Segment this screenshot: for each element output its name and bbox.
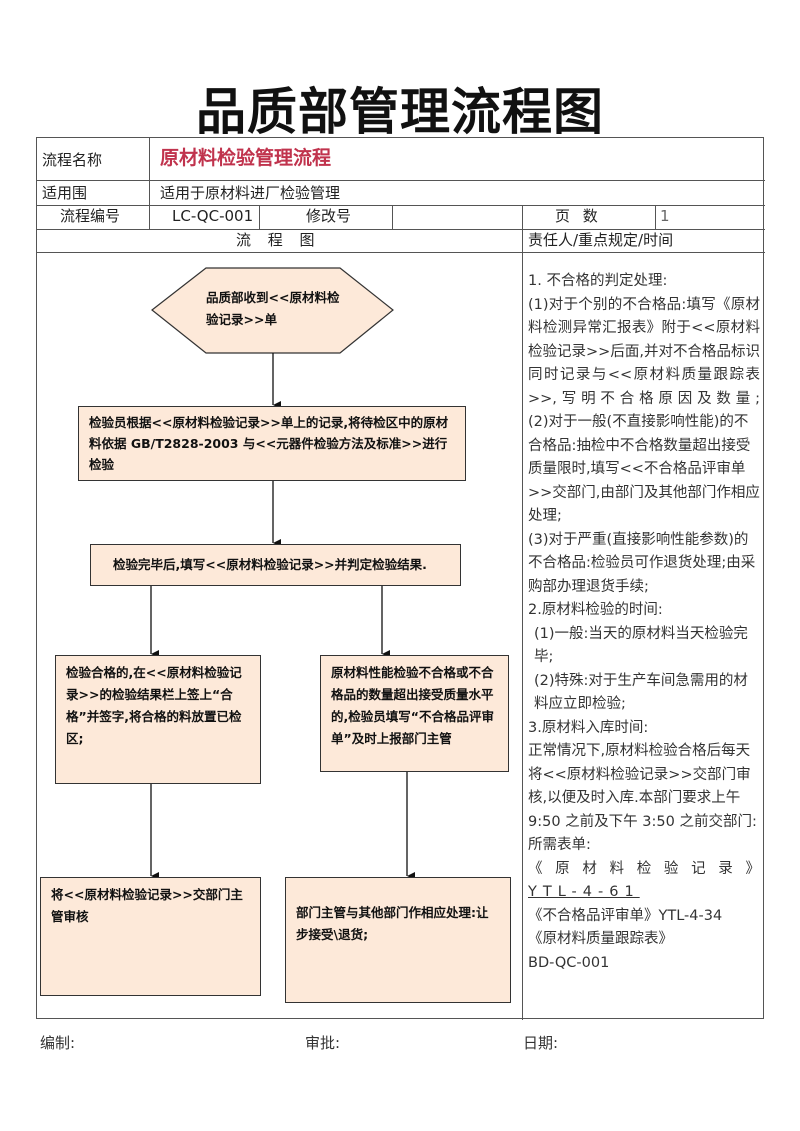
- flow-step-fail: 原材料性能检验不合格或不合格品的数量超出接受质量水平的,检验员填写“不合格品评审…: [320, 655, 509, 772]
- process-no-value: LC-QC-001: [172, 207, 254, 225]
- col-divider: [259, 205, 260, 229]
- col-divider: [655, 205, 656, 229]
- col-divider: [149, 138, 150, 229]
- page-value: 1: [660, 207, 670, 225]
- row-divider: [37, 229, 765, 230]
- process-no-label: 流程编号: [60, 207, 121, 225]
- note-line: 正常情况下,原材料检验合格后每天将<<原材料检验记录>>交部门审核,以便及时入库…: [528, 743, 757, 830]
- process-table: [36, 137, 765, 1020]
- start-line-2: 验记录>>单: [206, 312, 277, 327]
- note-line: BD-QC-001: [528, 954, 610, 971]
- col-divider: [392, 205, 393, 229]
- page-label: 页 数: [555, 207, 602, 225]
- scope-value: 适用于原材料进厂检验管理: [160, 184, 341, 202]
- flow-heading: 流 程 图: [236, 231, 321, 249]
- start-line-1: 品质部收到<<原材料检: [206, 290, 340, 305]
- note-line: 《原材料检验记录》: [528, 860, 760, 877]
- note-line: 《不合格品评审单》YTL-4-34: [528, 907, 723, 924]
- responsibility-notes: 1. 不合格的判定处理: (1)对于个别的不合格品:填写《原材料检测异常汇报表》…: [528, 270, 760, 975]
- note-line: 所需表单:: [528, 837, 591, 853]
- row-divider: [37, 252, 765, 253]
- start-hexagon: [151, 267, 394, 354]
- page-title: 品质部管理流程图: [196, 82, 604, 141]
- row-divider: [37, 180, 765, 181]
- footer-date: 日期:: [523, 1034, 559, 1052]
- col-divider: [522, 205, 523, 1020]
- responsibility-heading: 责任人/重点规定/时间: [528, 231, 674, 249]
- note-line: (1)一般:当天的原材料当天检验完毕;: [534, 625, 748, 666]
- note-line: YTL-4-61: [528, 884, 640, 900]
- note-line: 1. 不合格的判定处理:: [528, 273, 668, 289]
- footer-compiled: 编制:: [40, 1034, 76, 1052]
- scope-label: 适用围: [42, 184, 88, 202]
- row-divider: [37, 205, 765, 206]
- note-line: 3.原材料入库时间:: [528, 719, 649, 736]
- process-name-value: 原材料检验管理流程: [160, 147, 332, 169]
- note-line: (2)对于一般(不直接影响性能)的不合格品:抽检中不合格数量超出接受质量限时,填…: [528, 414, 760, 524]
- note-line: (1)对于个别的不合格品:填写《原材料检测异常汇报表》附于<<原材料检验记录>>…: [528, 296, 760, 407]
- revision-label: 修改号: [306, 207, 352, 225]
- flow-step-inspect: 检验员根据<<原材料检验记录>>单上的记录,将待检区中的原材料依据 GB/T28…: [78, 406, 466, 481]
- note-line: (3)对于严重(直接影响性能参数)的不合格品:检验员可作退货处理;由采购部办理退…: [528, 531, 756, 595]
- flow-step-handling: 部门主管与其他部门作相应处理:让步接受\退货;: [285, 877, 511, 1003]
- flow-step-record: 检验完毕后,填写<<原材料检验记录>>并判定检验结果.: [90, 544, 461, 586]
- note-line: (2)特殊:对于生产车间急需用的材料应立即检验;: [534, 672, 748, 713]
- flow-step-supervisor-review: 将<<原材料检验记录>>交部门主管审核: [40, 877, 261, 996]
- flow-step-pass: 检验合格的,在<<原材料检验记录>>的检验结果栏上签上“合格”并签字,将合格的料…: [55, 655, 261, 784]
- process-name-label: 流程名称: [42, 151, 103, 169]
- note-line: 《原材料质量跟踪表》: [528, 931, 673, 947]
- note-line: 2.原材料检验的时间:: [528, 602, 663, 618]
- footer-approved: 审批:: [305, 1034, 341, 1052]
